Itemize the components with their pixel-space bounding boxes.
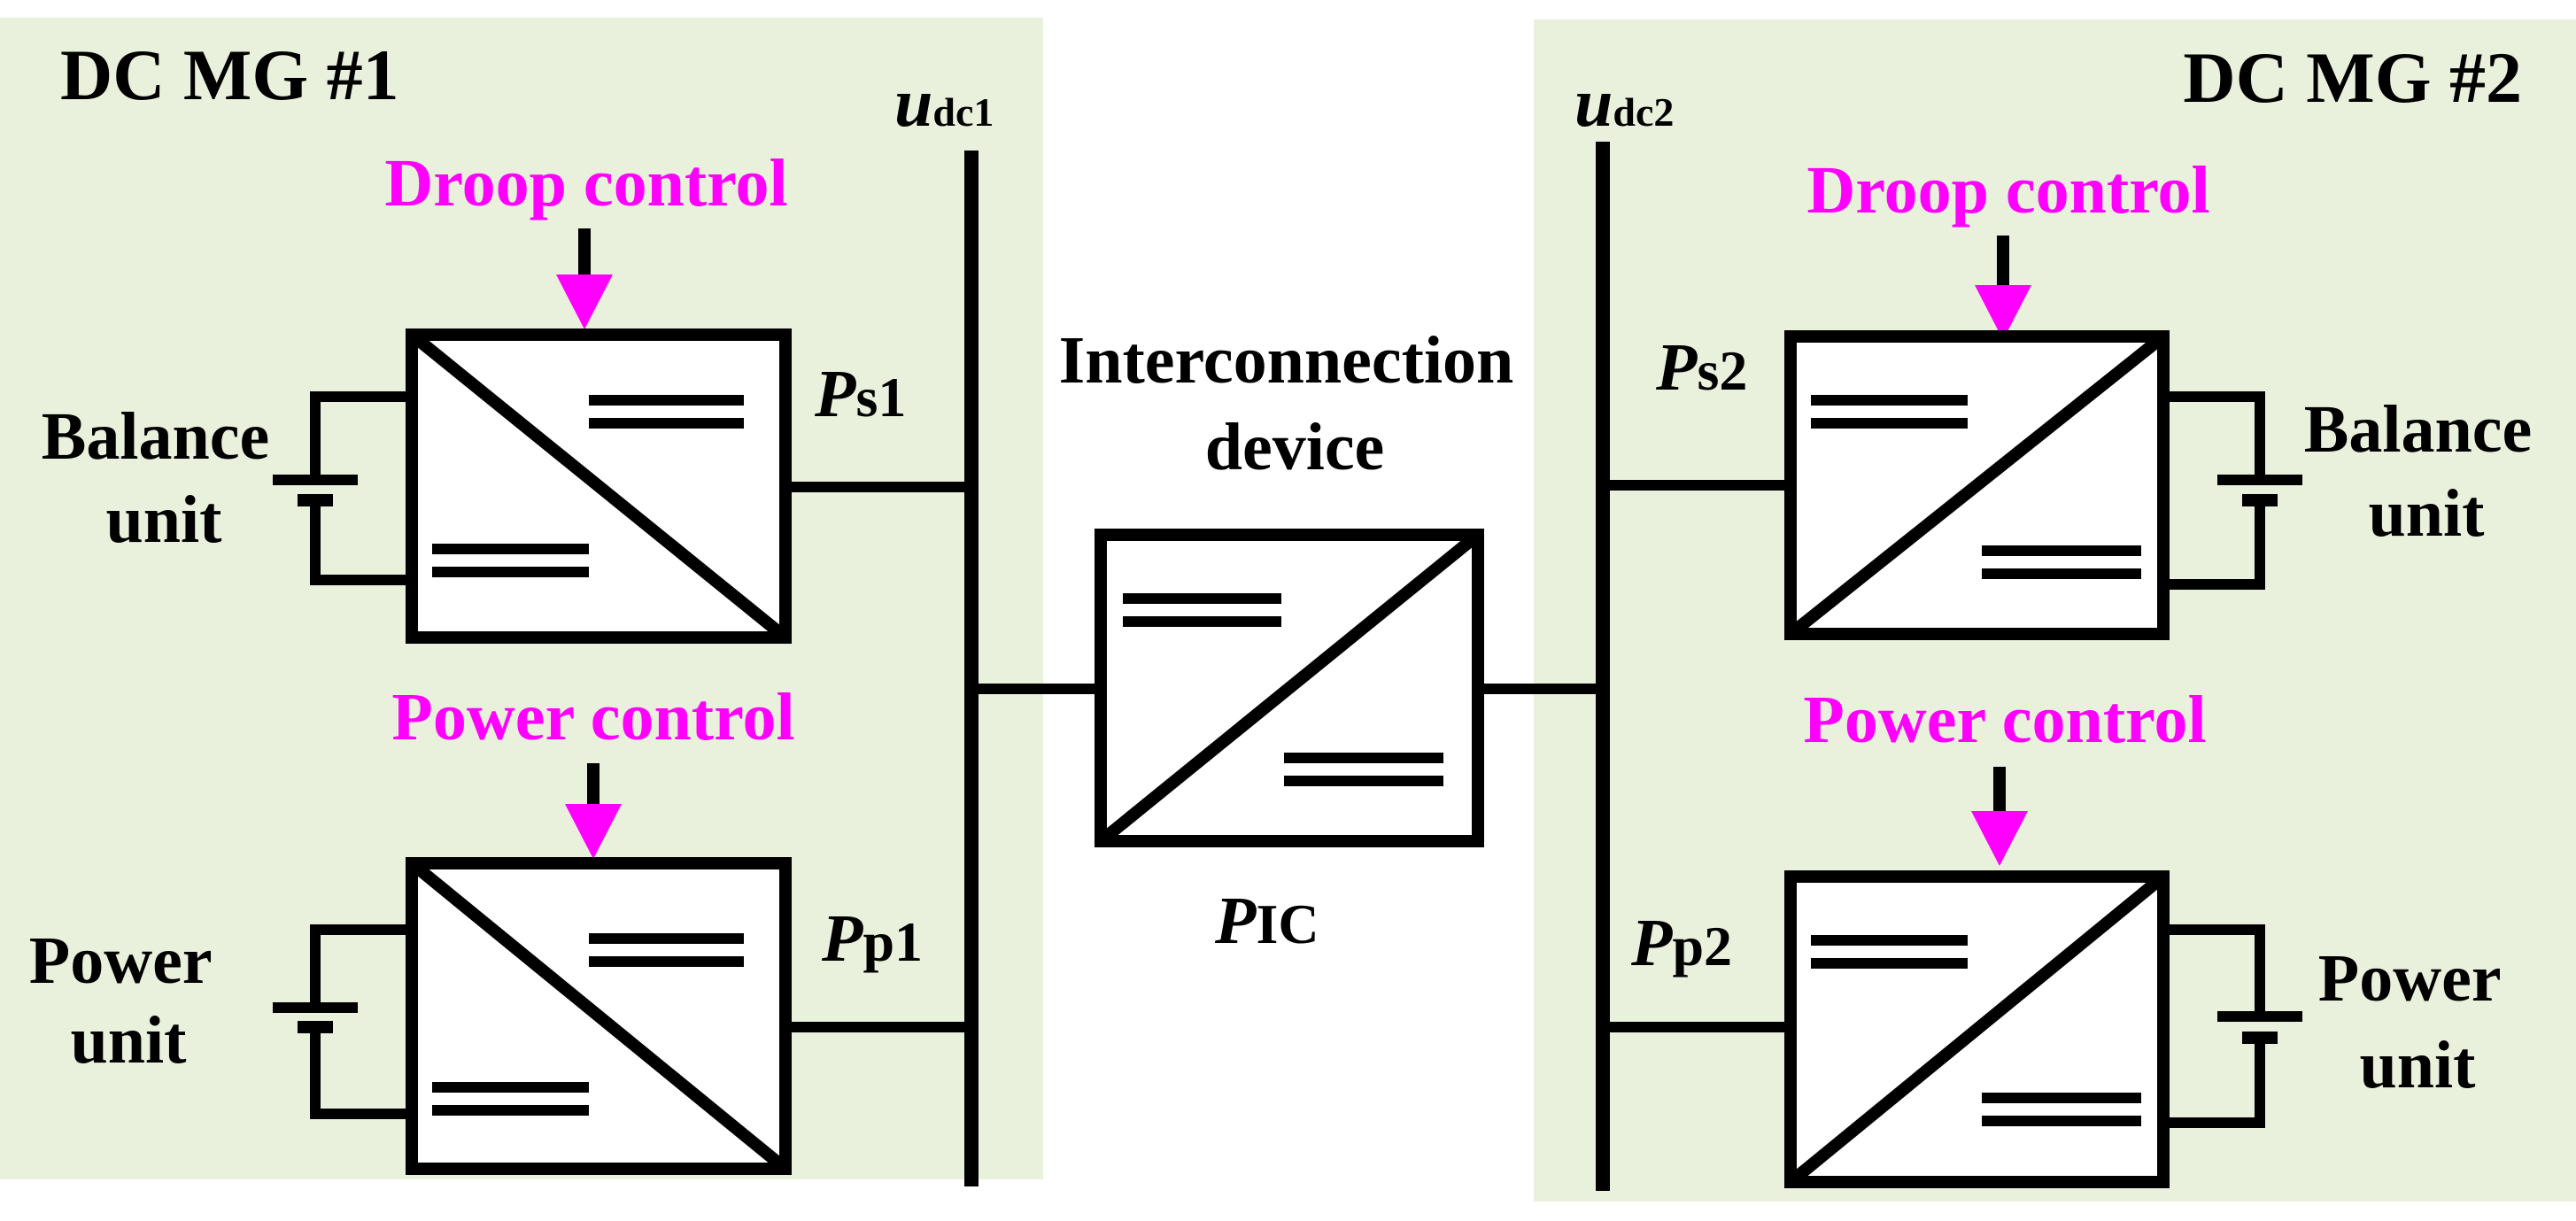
mg1-pp-label: Pp1 [821, 901, 923, 976]
mg1-power-control-label: Power control [391, 680, 794, 754]
mg2-pp-label: Pp2 [1630, 906, 1732, 980]
mg1-droop-control-label: Droop control [384, 146, 787, 220]
mg2-droop-arrow-head [1975, 285, 2031, 340]
bus-1-voltage-label: udc1 [894, 64, 994, 141]
mg1-power-unit-label: Power unit [29, 923, 228, 1078]
mg2-balance-unit-label: Balance unit [2304, 392, 2549, 551]
mg1-balance-converter [406, 328, 792, 644]
mg2-power-arrow-head [1971, 811, 2028, 866]
mg2-droop-control-label: Droop control [1806, 153, 2209, 228]
ic-power-label: PIC [1214, 884, 1319, 958]
mg1-power-converter [406, 857, 792, 1175]
mg1-balance-unit-label: Balance unit [42, 399, 287, 557]
mg1-power-battery-icon [273, 924, 412, 1119]
mg1-droop-arrow-head [556, 274, 613, 329]
mg2-power-converter [1784, 870, 2170, 1188]
bus-2-voltage-label: udc2 [1574, 64, 1674, 141]
mg2-ps-label: Ps2 [1655, 330, 1747, 405]
mg2-power-battery-icon [2163, 924, 2302, 1128]
ic-converter [1095, 529, 1484, 847]
mg2-balance-battery-icon [2163, 391, 2302, 590]
mg2-power-unit-label: Power unit [2318, 941, 2517, 1102]
mg2-power-control-label: Power control [1803, 683, 2206, 757]
mg1-title: DC MG #1 [60, 35, 399, 115]
mg2-title: DC MG #2 [2183, 37, 2522, 118]
mg1-ps-label: Ps1 [814, 357, 906, 431]
mg1-power-arrow-head [565, 804, 622, 859]
mg1-balance-battery-icon [273, 391, 412, 585]
ic-device-label: Interconnection device [1059, 323, 1531, 484]
mg2-balance-converter [1784, 330, 2170, 640]
